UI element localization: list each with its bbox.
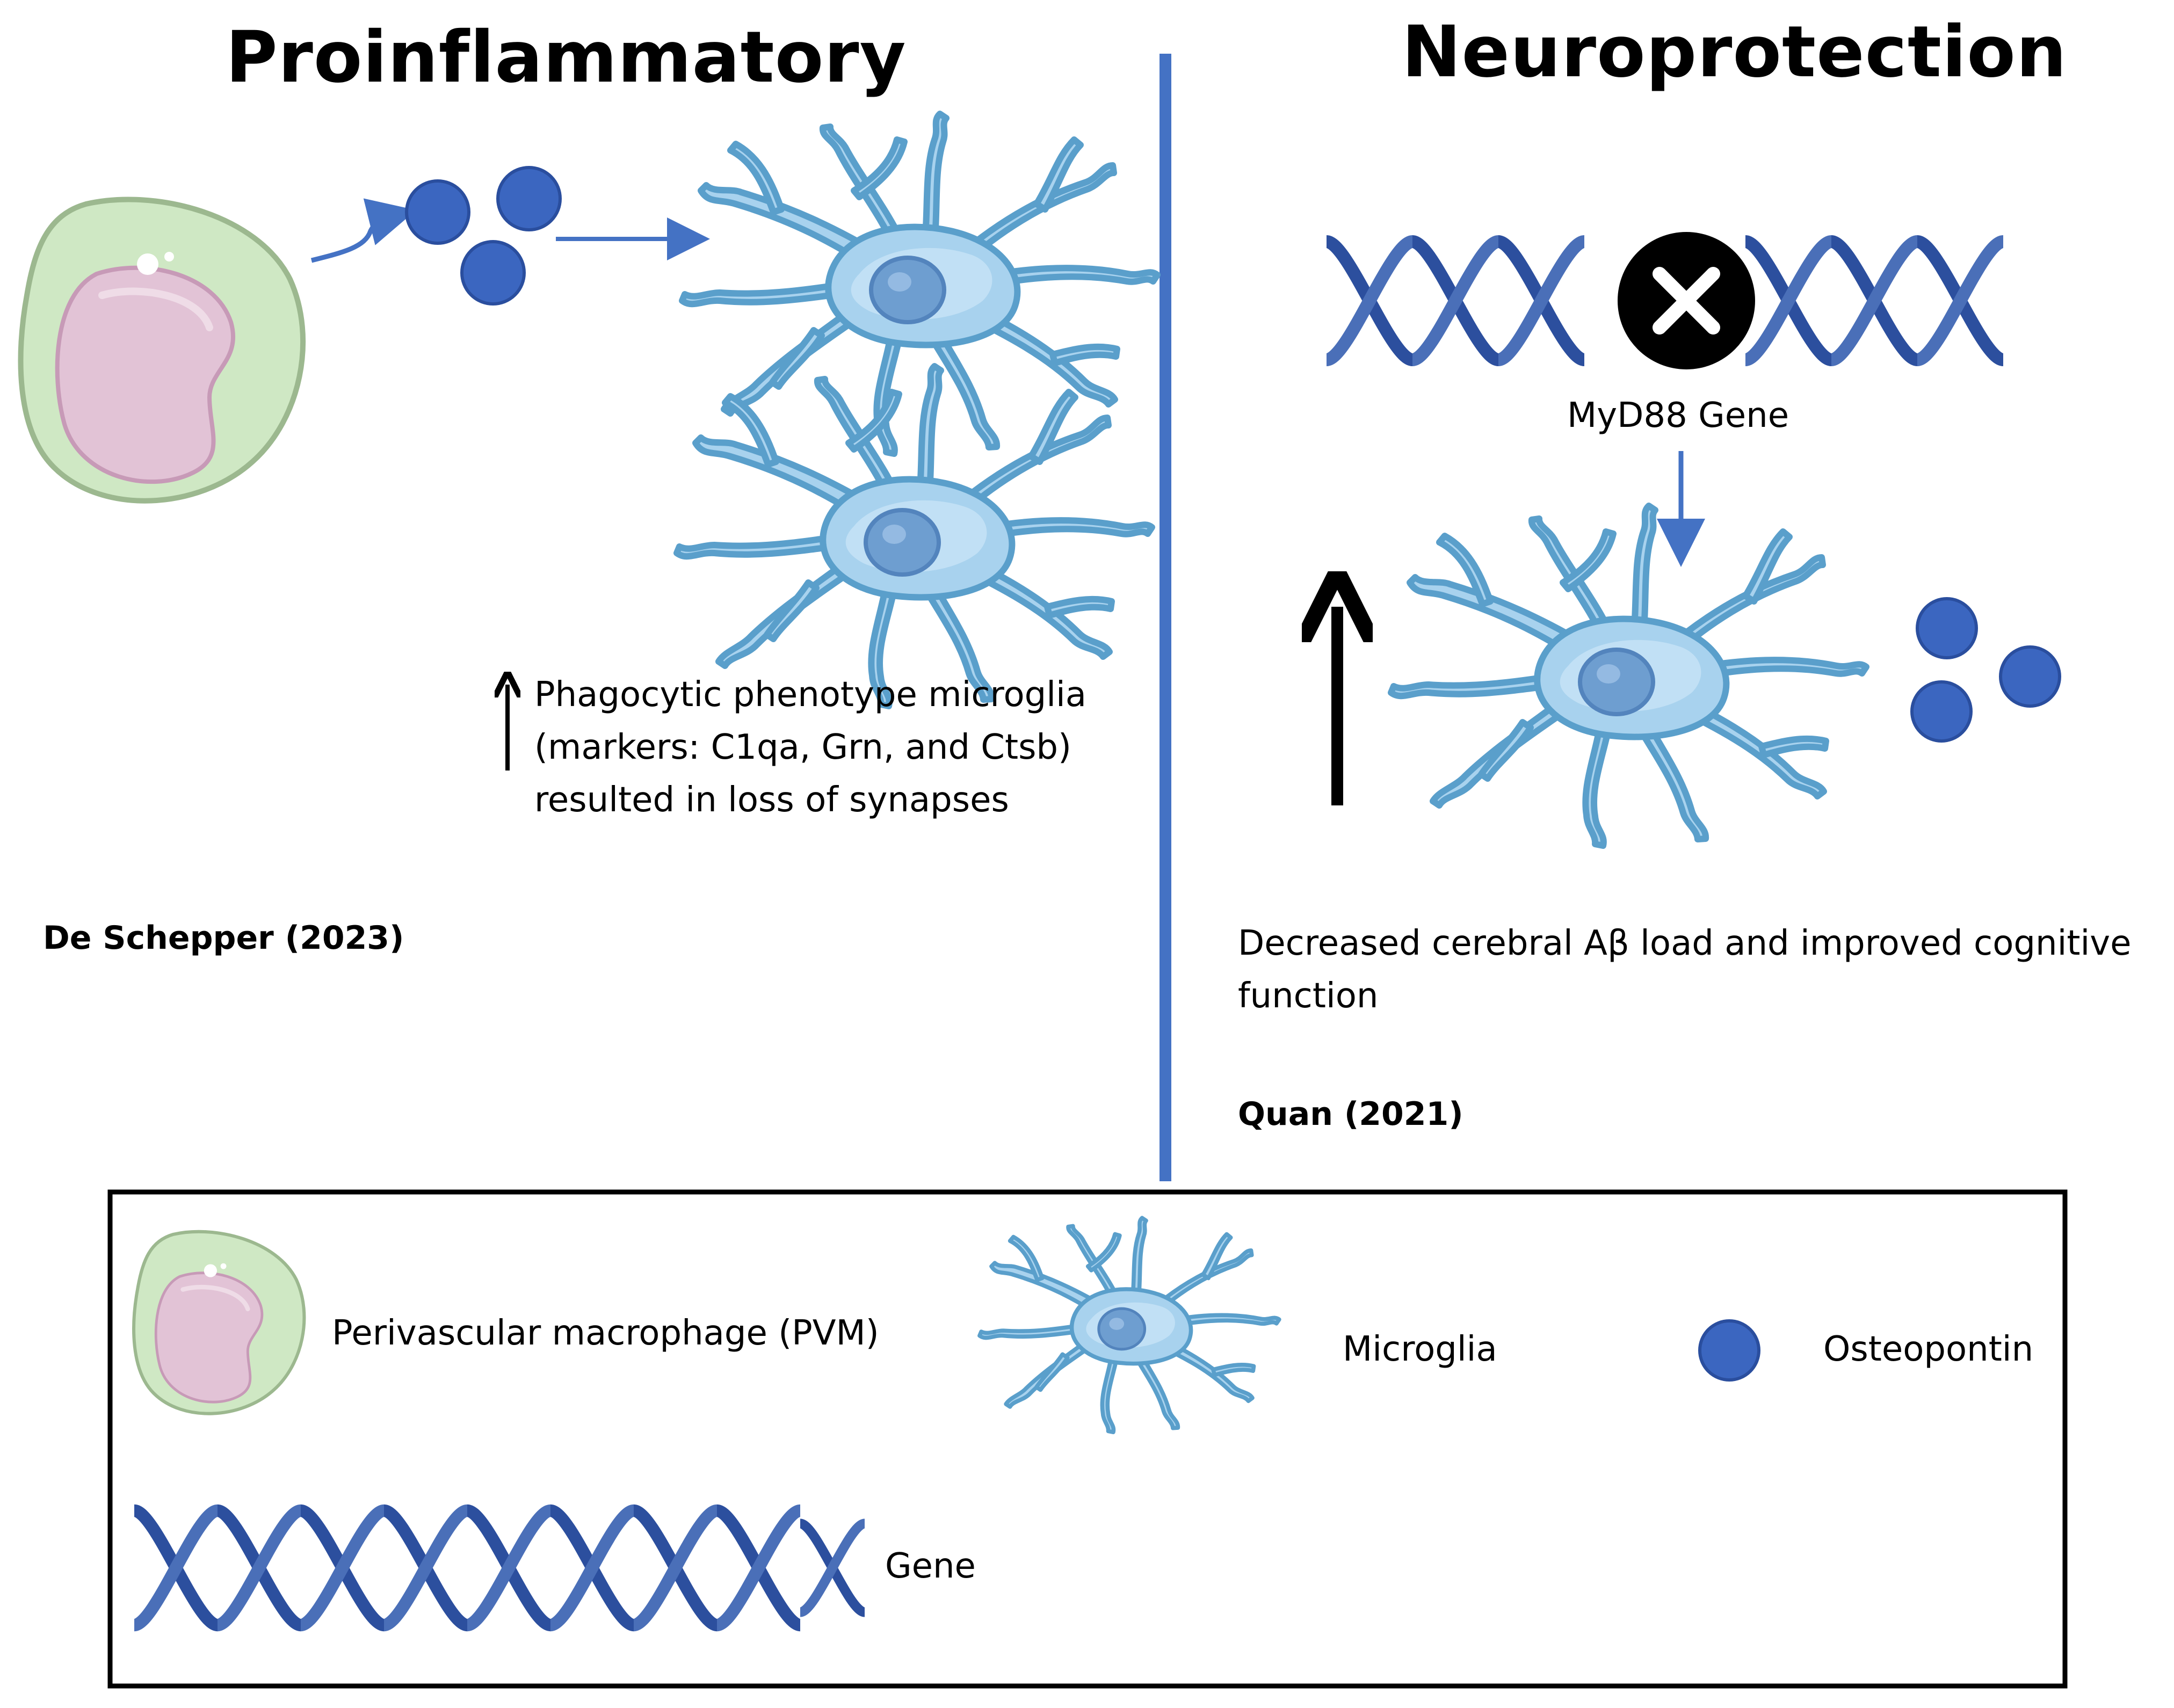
- legend-label-pvm: Perivascular macrophage (PVM): [332, 1313, 879, 1353]
- legend-label-microglia: Microglia: [1343, 1329, 1497, 1369]
- knockout-x-icon: [1618, 232, 1755, 369]
- heading-neuroprotection: Neuroprotection: [1402, 11, 2067, 93]
- legend-label-osteopontin: Osteopontin: [1823, 1329, 2034, 1369]
- left-finding-text: Phagocytic phenotype microglia (markers:…: [534, 668, 1086, 826]
- osteopontin-cluster-left: [405, 166, 562, 306]
- osteopontin-dot-icon: [405, 179, 470, 245]
- osteopontin-dot-icon: [1910, 680, 1973, 743]
- left-finding-line-2: (markers: C1qa, Grn, and Ctsb): [534, 728, 1071, 767]
- microglia-right: [1391, 506, 1866, 846]
- osteopontin-dot-icon: [496, 166, 562, 231]
- secretion-arrow: [310, 198, 416, 263]
- gene-label: MyD88 Gene: [1567, 396, 1789, 435]
- legend-label-gene: Gene: [885, 1546, 976, 1586]
- osteopontin-dot-icon: [460, 240, 526, 306]
- osteopontin-dot-icon: [1916, 597, 1978, 659]
- right-finding-text: Decreased cerebral Aβ load and improved …: [1238, 917, 2131, 1022]
- left-citation: De Schepper (2023): [43, 919, 404, 957]
- legend-box: [107, 1189, 2068, 1689]
- right-finding-line-2: function: [1238, 976, 1379, 1016]
- pvm-cell-left: [20, 199, 303, 500]
- left-finding-line-1: Phagocytic phenotype microglia: [534, 675, 1086, 715]
- left-finding-line-3: resulted in loss of synapses: [534, 780, 1009, 820]
- microglia-lower: [677, 366, 1152, 706]
- right-citation: Quan (2021): [1238, 1095, 1463, 1133]
- legend-microglia-icon: [980, 1218, 1279, 1432]
- microglia-upper: [682, 114, 1157, 454]
- heading-proinflammatory: Proinflammatory: [226, 16, 907, 99]
- osteopontin-dot-icon: [1999, 645, 2061, 708]
- legend-gene-icon: [134, 1510, 865, 1625]
- legend-pvm-icon: [134, 1232, 304, 1414]
- legend-osteopontin-icon: [1698, 1319, 1760, 1382]
- osteopontin-cluster-right: [1910, 597, 2061, 743]
- right-finding-line-1: Decreased cerebral Aβ load and improved …: [1238, 924, 2132, 963]
